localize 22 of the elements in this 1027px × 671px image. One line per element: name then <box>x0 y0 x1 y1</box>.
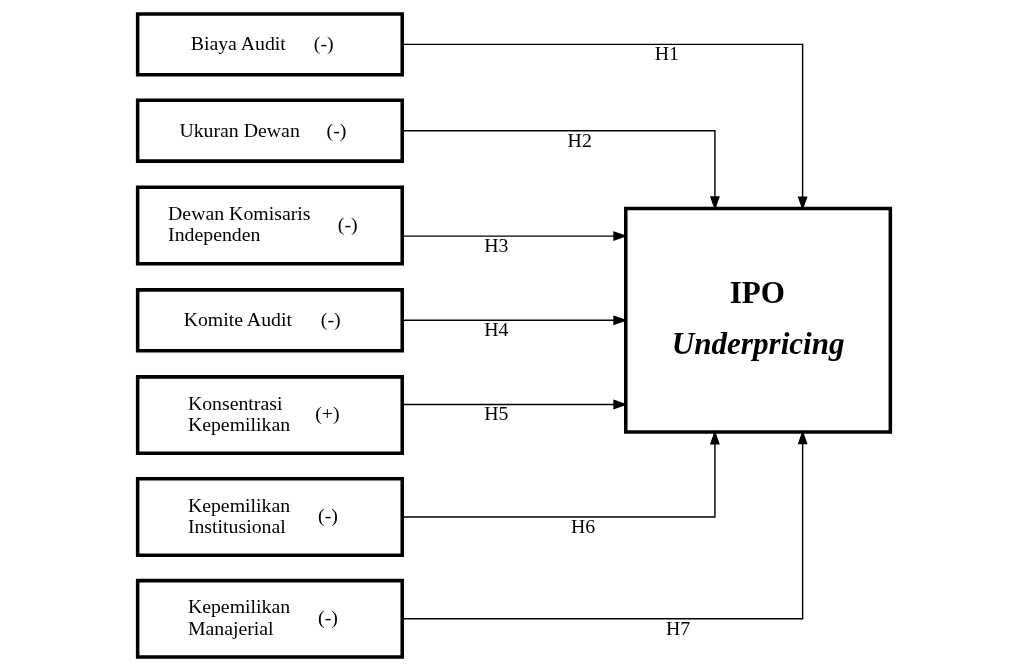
edge-label: H4 <box>483 318 508 341</box>
arrow <box>401 43 808 211</box>
node-box: Kepemilikan Manajerial (-) <box>135 578 404 659</box>
edge-label: H7 <box>665 616 690 639</box>
node-box: Komite Audit (-) <box>135 288 404 353</box>
edge-label: H3 <box>483 233 508 256</box>
arrow <box>401 231 627 242</box>
arrow <box>401 430 808 620</box>
node-box: Dewan Komisaris Independen (-) <box>135 185 404 266</box>
node-box: Ukuran Dewan (-) <box>135 98 404 163</box>
arrow <box>401 315 627 326</box>
arrow <box>401 130 720 211</box>
node-box: Biaya Audit (-) <box>135 12 404 77</box>
edge-label: H6 <box>570 514 595 537</box>
edge-label: H5 <box>483 402 508 425</box>
arrow <box>401 399 627 410</box>
node-box: Kepemilikan Institusional (-) <box>135 477 404 557</box>
edge-label: H2 <box>567 128 592 151</box>
node-box: IPO Underpricing <box>623 206 892 434</box>
edge-label: H1 <box>654 42 679 65</box>
arrow <box>401 430 720 518</box>
node-box: Konsentrasi Kepemilikan (+) <box>135 375 404 456</box>
